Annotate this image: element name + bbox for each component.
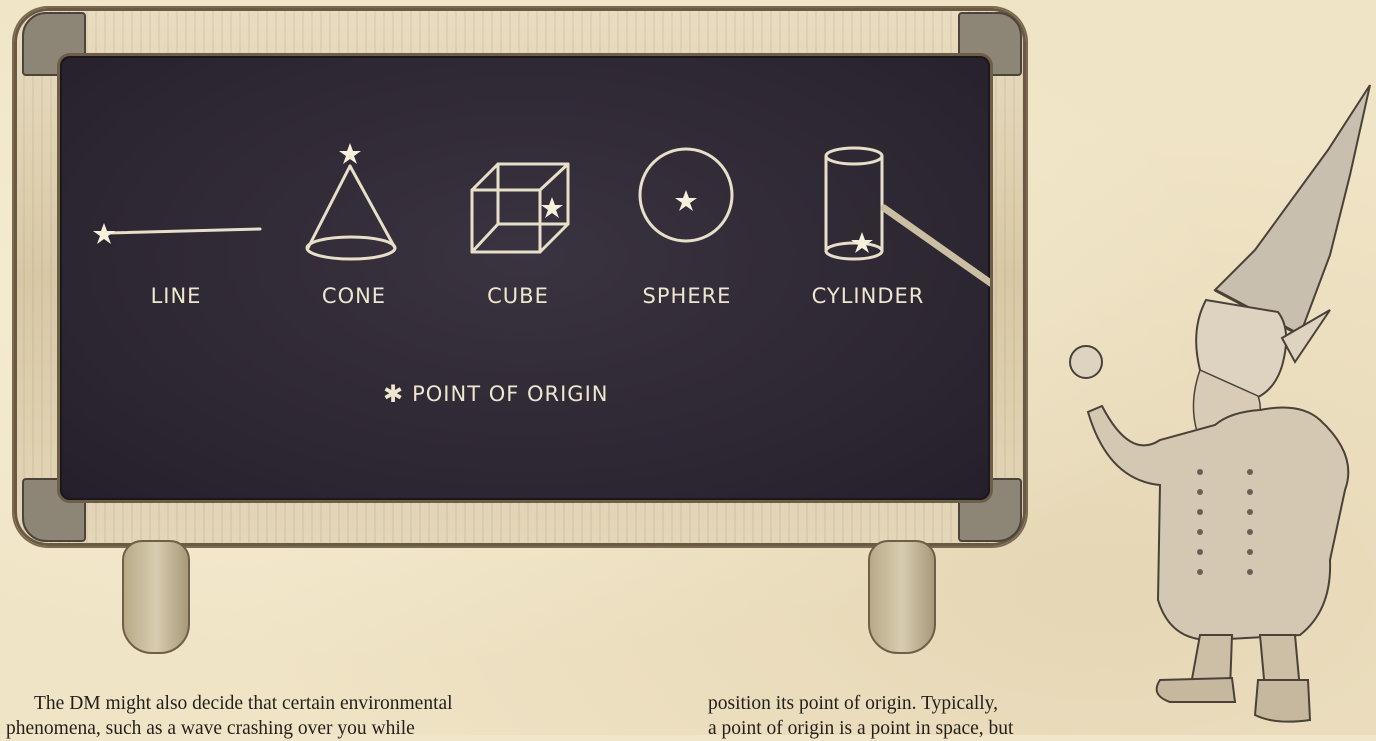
origin-star-icon (339, 143, 361, 164)
text-column-left: The DM might also decide that certain en… (0, 691, 690, 741)
origin-star-icon (675, 190, 697, 211)
text-line: phenomena, such as a wave crashing over … (0, 716, 690, 741)
sphere-drawing (640, 149, 732, 241)
text-line: position its point of origin. Typically, (708, 691, 1088, 716)
cone-drawing (307, 143, 395, 259)
line-drawing (93, 223, 260, 244)
text-column-right: position its point of origin. Typically,… (708, 691, 1088, 741)
board-leg (868, 540, 936, 654)
pointer-stick (884, 208, 990, 346)
board-leg (122, 540, 190, 654)
origin-star-icon: ✱ (383, 380, 404, 408)
text-line: The DM might also decide that certain en… (0, 691, 690, 716)
shape-label-cone: CONE (304, 284, 404, 308)
shape-label-cube: CUBE (468, 284, 568, 308)
origin-star-icon (541, 197, 563, 218)
shape-label-cylinder: CYLINDER (792, 284, 944, 308)
cube-drawing (472, 164, 568, 252)
shape-label-sphere: SPHERE (624, 284, 750, 308)
chalk-drawings (60, 56, 990, 500)
gnome-illustration (1010, 80, 1376, 735)
cylinder-drawing (826, 148, 882, 259)
point-of-origin-legend: ✱ POINT OF ORIGIN (383, 379, 608, 409)
text-line: a point of origin is a point in space, b… (708, 716, 1088, 741)
shape-label-line: LINE (126, 284, 226, 308)
legend-text: POINT OF ORIGIN (412, 382, 608, 406)
